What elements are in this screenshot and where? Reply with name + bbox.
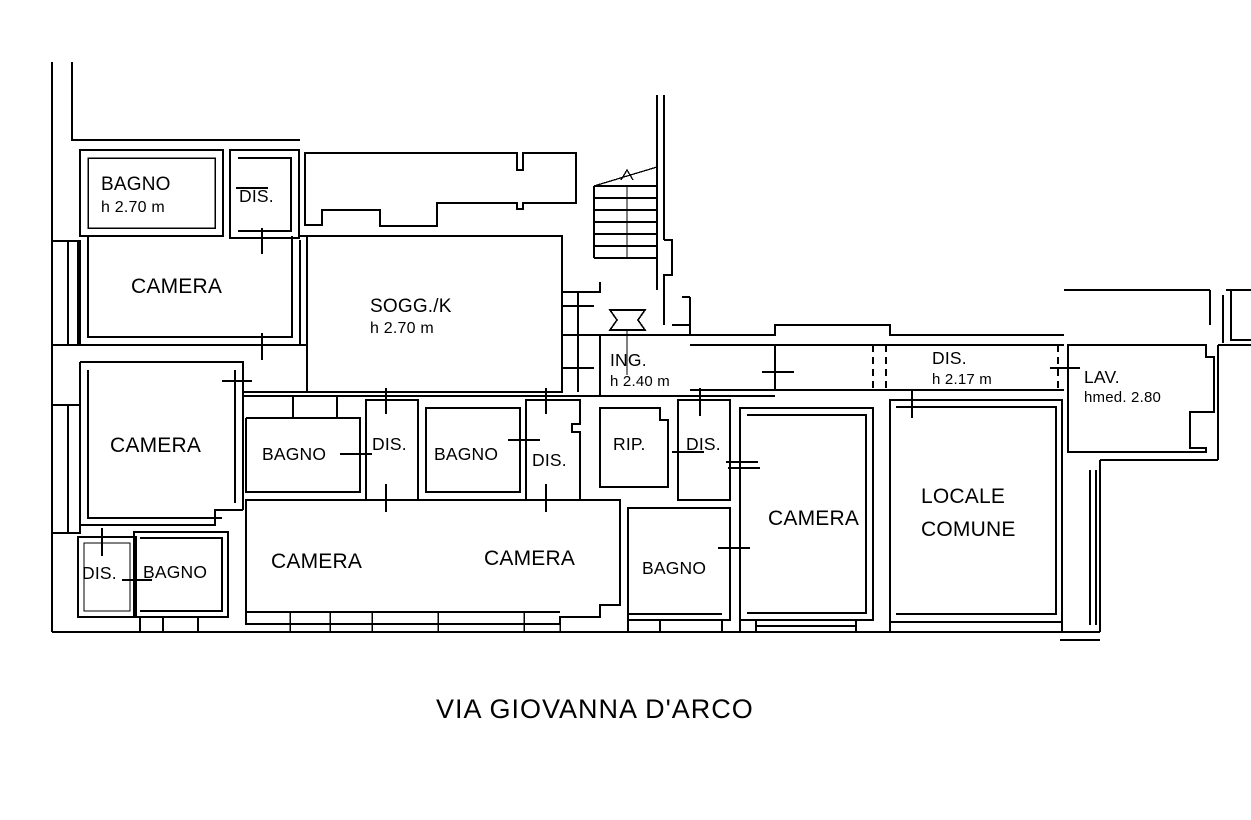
room-bagno-s-walls bbox=[627, 507, 731, 632]
room-camera-nw-walls bbox=[79, 236, 301, 346]
south-wall-window-recesses bbox=[289, 612, 561, 632]
staircase-up-arrow bbox=[593, 166, 658, 187]
room-bagno-sw-walls bbox=[133, 531, 229, 632]
misc-wall-joints bbox=[243, 235, 691, 393]
room-bagno-top-left-inner bbox=[87, 157, 216, 229]
room-dis-m2-walls bbox=[525, 399, 581, 501]
room-dis-m3-walls bbox=[677, 399, 731, 501]
corridor-opening-dashes bbox=[872, 345, 1059, 390]
left-wall-recesses bbox=[52, 240, 81, 534]
room-ing-walls bbox=[561, 282, 691, 396]
room-camera-south-walls bbox=[245, 499, 621, 625]
room-bagno-m2-walls bbox=[425, 407, 521, 493]
closet-bump bbox=[292, 395, 338, 419]
room-dis-m1-walls bbox=[365, 399, 419, 501]
room-rip-walls bbox=[599, 407, 669, 488]
room-bagno-top-left-walls bbox=[78, 148, 225, 238]
right-exterior-walls bbox=[1064, 288, 1251, 343]
room-soggiorno-walls bbox=[306, 235, 563, 393]
staircase bbox=[593, 95, 673, 325]
entrance-arrow-icon bbox=[608, 309, 647, 375]
room-lav-walls bbox=[1067, 344, 1215, 453]
exterior-walls bbox=[50, 62, 1100, 634]
street-name-label: VIA GIOVANNA D'ARCO bbox=[436, 694, 754, 724]
room-dis-top-left-walls bbox=[229, 149, 300, 239]
door-openings bbox=[101, 187, 1080, 581]
room-bagno-m1-walls bbox=[245, 396, 361, 493]
right-lower-exterior-walls bbox=[1050, 344, 1251, 641]
upper-corridor-outline bbox=[304, 152, 577, 227]
room-dis-sw-walls bbox=[76, 535, 138, 619]
room-camera-w-walls bbox=[79, 361, 244, 526]
room-locale-comune-walls bbox=[888, 398, 1064, 632]
room-camera-e-walls bbox=[738, 406, 875, 632]
corridor-dis-walls bbox=[690, 324, 1064, 391]
